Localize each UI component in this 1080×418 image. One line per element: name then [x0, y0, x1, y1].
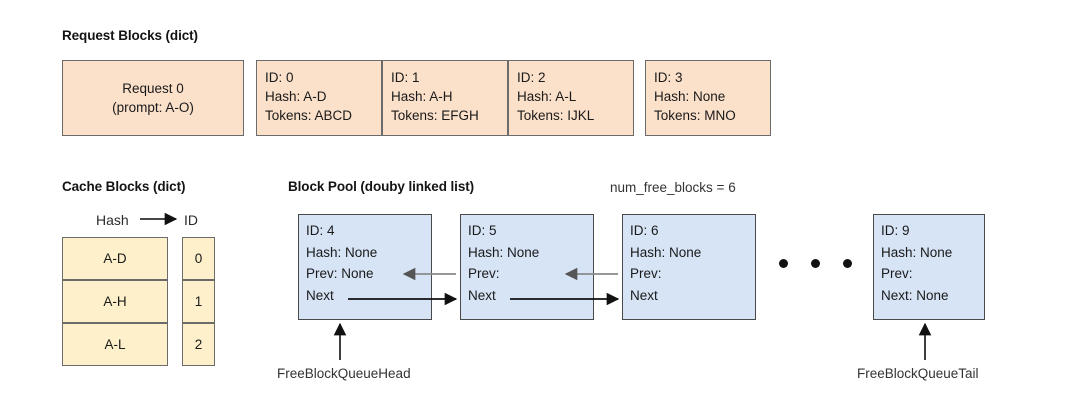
request-block-2-tokens: Tokens: IJKL	[517, 108, 595, 123]
request-0-line1: Request 0	[122, 81, 184, 96]
pool-block-6-prev: Prev:	[630, 266, 662, 281]
cache-row-2-id: 2	[182, 323, 215, 366]
num-free-blocks-label: num_free_blocks = 6	[610, 180, 736, 195]
pool-block-4-next: Next	[306, 287, 334, 303]
cache-row-1-hash: A-H	[62, 280, 168, 323]
request-block-3-hash: Hash: None	[654, 89, 726, 104]
request-block-1-hash: Hash: A-H	[391, 89, 453, 104]
pool-block-5-id: ID: 5	[468, 223, 497, 238]
pool-block-4-prev: Prev: None	[306, 266, 374, 281]
request-block-3-id: ID: 3	[654, 70, 683, 85]
cache-row-0-hash: A-D	[62, 237, 168, 280]
request-block-2-id: ID: 2	[517, 70, 546, 85]
pool-block-5-next: Next	[468, 287, 496, 303]
pool-block-6: ID: 6 Hash: None Prev: Next	[622, 214, 756, 320]
pool-block-9-prev: Prev:	[881, 266, 913, 281]
free-block-queue-head-label: FreeBlockQueueHead	[277, 366, 411, 381]
request-block-3: ID: 3 Hash: None Tokens: MNO	[645, 60, 771, 136]
block-pool-title: Block Pool (douby linked list)	[288, 179, 475, 194]
pool-block-6-id: ID: 6	[630, 223, 659, 238]
request-block-3-tokens: Tokens: MNO	[654, 108, 736, 123]
free-block-queue-tail-label: FreeBlockQueueTail	[857, 366, 979, 381]
cache-id-column-header: ID	[184, 212, 198, 228]
request-block-0-id: ID: 0	[265, 70, 294, 85]
cache-row-2-hash: A-L	[62, 323, 168, 366]
pool-block-9-hash: Hash: None	[881, 244, 953, 260]
pool-block-9-id: ID: 9	[881, 223, 910, 238]
request-0-line2: (prompt: A-O)	[112, 100, 194, 115]
pool-block-6-hash: Hash: None	[630, 244, 702, 260]
request-block-1-id: ID: 1	[391, 70, 420, 85]
pool-block-9-next: Next: None	[881, 287, 949, 303]
request-block-0: ID: 0 Hash: A-D Tokens: ABCD	[256, 60, 382, 136]
cache-blocks-title: Cache Blocks (dict)	[62, 179, 186, 194]
request-block-1-tokens: Tokens: EFGH	[391, 108, 479, 123]
pool-block-4-id: ID: 4	[306, 223, 335, 238]
request-block-2: ID: 2 Hash: A-L Tokens: IJKL	[508, 60, 634, 136]
request-block-1: ID: 1 Hash: A-H Tokens: EFGH	[382, 60, 508, 136]
pool-block-4-hash: Hash: None	[306, 244, 378, 260]
cache-hash-column-header: Hash	[96, 212, 129, 228]
cache-row-1-id: 1	[182, 280, 215, 323]
request-0-box: Request 0 (prompt: A-O)	[62, 60, 244, 136]
pool-block-6-next: Next	[630, 287, 658, 303]
request-block-0-hash: Hash: A-D	[265, 89, 327, 104]
pool-block-5-hash: Hash: None	[468, 244, 540, 260]
cache-row-0-id: 0	[182, 237, 215, 280]
request-blocks-title: Request Blocks (dict)	[62, 28, 198, 43]
pool-block-9: ID: 9 Hash: None Prev: Next: None	[873, 214, 985, 320]
pool-block-5: ID: 5 Hash: None Prev: Next	[460, 214, 594, 320]
pool-block-4: ID: 4 Hash: None Prev: None Next	[298, 214, 432, 320]
pool-block-5-prev: Prev:	[468, 266, 500, 281]
request-block-2-hash: Hash: A-L	[517, 89, 577, 104]
request-block-0-tokens: Tokens: ABCD	[265, 108, 353, 123]
